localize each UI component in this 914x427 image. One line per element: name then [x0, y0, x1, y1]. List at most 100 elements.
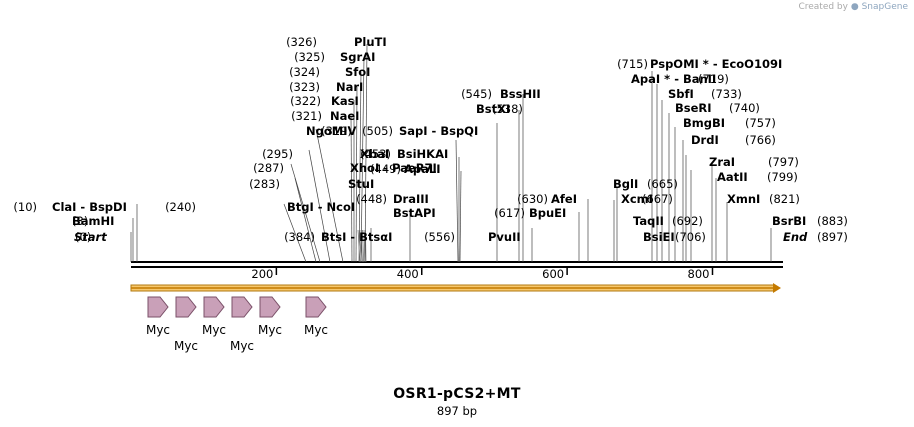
- enzyme-name-label: KasI: [331, 94, 359, 108]
- credit-prefix: Created by: [798, 2, 848, 12]
- site-position-label: (321): [291, 109, 322, 123]
- myc-feature-arrow: [231, 296, 253, 318]
- myc-feature-arrow: [147, 296, 169, 318]
- site-position-label: (667): [642, 192, 673, 206]
- myc-feature-label: Myc: [230, 339, 254, 353]
- site-position-label: (283): [249, 177, 280, 191]
- enzyme-name-label: BsiHKAI: [397, 147, 448, 161]
- snapgene-credit: Created by ● SnapGene: [798, 2, 908, 12]
- enzyme-name-label: NaeI: [330, 109, 359, 123]
- site-cut-line: [365, 229, 367, 263]
- enzyme-name-label: BseRI: [675, 101, 712, 115]
- site-position-label: (287): [253, 161, 284, 175]
- site-position-label: (538): [492, 102, 523, 116]
- enzyme-name-label: SfoI: [345, 65, 370, 79]
- site-position-label: (324): [289, 65, 320, 79]
- enzyme-name-label: ClaI - BspDI: [52, 200, 127, 214]
- enzyme-name-label: BsiEI: [643, 230, 675, 244]
- myc-feature-arrow: [305, 296, 327, 318]
- site-position-label: (715): [617, 57, 648, 71]
- scale-tick-label: 800: [688, 267, 710, 281]
- enzyme-name-label: SgrAI: [340, 50, 375, 64]
- enzyme-name-label: PvuII: [488, 230, 521, 244]
- site-position-label: (326): [286, 35, 317, 49]
- site-position-label: (757): [745, 116, 776, 130]
- enzyme-name-label: BstAPI: [393, 206, 436, 220]
- enzyme-name-label: PspOMI * - EcoO109I: [650, 57, 782, 71]
- enzyme-name-label: BssHII: [500, 87, 541, 101]
- site-position-label: (322): [290, 94, 321, 108]
- site-position-label: (797): [768, 155, 799, 169]
- site-position-label: (448): [356, 192, 387, 206]
- enzyme-name-label: BsrBI: [772, 214, 806, 228]
- enzyme-name-label: NgoMIV: [306, 124, 356, 138]
- enzyme-name-label: DraIII: [393, 192, 429, 206]
- map-subtitle: 897 bp: [436, 404, 478, 418]
- myc-feature-arrow: [175, 296, 197, 318]
- myc-feature-label: Myc: [146, 323, 170, 337]
- site-position-label: (3): [72, 214, 88, 228]
- scale-tick-label: 600: [542, 267, 564, 281]
- enzyme-name-label: BtsI - BtsαI: [321, 230, 392, 244]
- enzyme-name-label: NarI: [336, 80, 363, 94]
- site-position-label: (719): [698, 72, 729, 86]
- site-cut-line: [364, 43, 368, 263]
- myc-feature-label: Myc: [202, 323, 226, 337]
- site-cut-line: [359, 229, 362, 263]
- site-position-label: (556): [424, 230, 455, 244]
- enzyme-name-label: BtgI - NcoI: [287, 200, 355, 214]
- site-cut-line: [362, 229, 364, 263]
- site-cut-line: [294, 177, 317, 263]
- enzyme-name-label: ApaI * - BanII: [631, 72, 716, 86]
- site-cut-line: [283, 203, 307, 263]
- site-cut-line: [315, 128, 344, 263]
- site-cut-line: [290, 163, 321, 263]
- enzyme-name-label: AatII: [717, 170, 748, 184]
- orf-arrowhead: [773, 283, 781, 293]
- site-position-label: (692): [672, 214, 703, 228]
- enzyme-name-label: BstXI: [476, 102, 510, 116]
- site-position-label: (0): [75, 230, 91, 244]
- site-position-label: (630): [517, 192, 548, 206]
- map-title: OSR1-pCS2+MT: [393, 386, 521, 402]
- site-position-label: (319): [321, 124, 352, 138]
- site-position-label: (766): [745, 133, 776, 147]
- myc-feature-arrow: [259, 296, 281, 318]
- site-cut-line: [363, 229, 366, 263]
- site-position-label: (545): [461, 87, 492, 101]
- scale-tick-label: 400: [397, 267, 419, 281]
- enzyme-name-label: PluTI: [354, 35, 387, 49]
- enzyme-name-label: BglI: [613, 177, 638, 191]
- site-position-label: (453): [360, 147, 391, 161]
- site-position-label: (325): [294, 50, 325, 64]
- site-position-label: (449): [370, 162, 401, 176]
- enzyme-name-label: XbaI: [360, 147, 389, 161]
- enzyme-name-label: BpuEI: [529, 206, 566, 220]
- enzyme-name-label: XcmI: [621, 192, 653, 206]
- site-cut-line: [360, 229, 363, 263]
- enzyme-name-label: End: [783, 230, 808, 244]
- enzyme-name-label: SbfI: [668, 87, 694, 101]
- enzyme-name-label: BmgBI: [683, 116, 725, 130]
- enzyme-name-label: ZraI: [709, 155, 735, 169]
- snapgene-logo-icon: ●: [850, 2, 859, 12]
- site-cut-line: [459, 170, 462, 263]
- site-position-label: (733): [711, 87, 742, 101]
- site-cut-line: [360, 57, 365, 263]
- site-position-label: (821): [769, 192, 800, 206]
- credit-brand: SnapGene: [861, 2, 908, 12]
- site-position-label: (384): [284, 230, 315, 244]
- site-position-label: (10): [13, 200, 37, 214]
- myc-feature-label: Myc: [258, 323, 282, 337]
- site-position-label: (240): [165, 200, 196, 214]
- site-position-label: (740): [729, 101, 760, 115]
- site-position-label: (295): [262, 147, 293, 161]
- enzyme-name-label: DrdI: [691, 133, 719, 147]
- enzyme-name-label: ApaLI: [404, 162, 441, 176]
- site-position-label: (897): [817, 230, 848, 244]
- site-cut-line: [455, 139, 459, 263]
- site-position-label: (505): [362, 124, 393, 138]
- site-cut-line: [350, 114, 353, 263]
- enzyme-name-label: AfeI: [551, 192, 577, 206]
